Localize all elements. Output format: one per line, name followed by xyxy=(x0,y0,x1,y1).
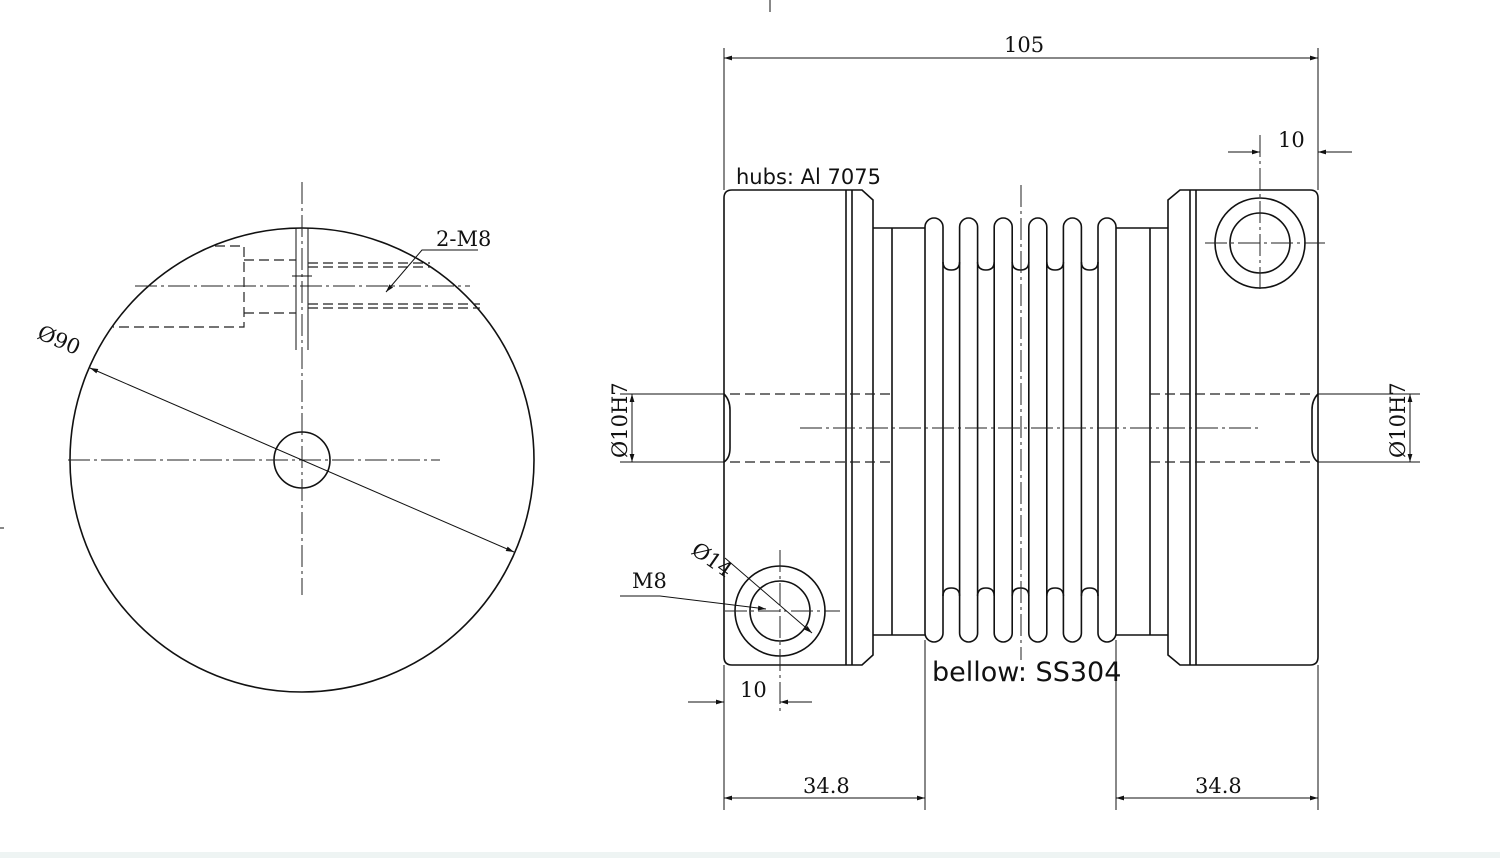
bellows xyxy=(924,217,1117,643)
bellow-material-label: bellow: SS304 xyxy=(932,657,1121,688)
bottom-screw-offset: 10 xyxy=(740,678,767,702)
front-view: Ø90 2-M8 xyxy=(34,182,535,693)
right-bore-label: Ø10H7 xyxy=(1386,382,1410,458)
right-hub-length: 34.8 xyxy=(1195,774,1242,798)
bellow-convolution xyxy=(993,217,1014,643)
bellow-convolution xyxy=(924,217,944,643)
bellow-valley xyxy=(1080,261,1099,597)
bellow-convolution xyxy=(1097,217,1117,643)
bellow-convolution xyxy=(1028,217,1048,643)
bellow-convolution xyxy=(958,217,979,643)
left-hub xyxy=(723,189,874,666)
diameter-label: Ø90 xyxy=(34,321,84,360)
bellow-valley xyxy=(976,261,995,597)
left-hub-length: 34.8 xyxy=(803,774,850,798)
bellow-convolution xyxy=(1062,217,1083,643)
left-bore-label: Ø10H7 xyxy=(608,382,632,458)
bottom-strip xyxy=(0,852,1500,858)
overall-length-label: 105 xyxy=(1004,33,1044,57)
top-screw-offset: 10 xyxy=(1278,128,1305,152)
hub-material-label: hubs: Al 7075 xyxy=(736,165,881,189)
counterbore-label: Ø14 xyxy=(687,537,737,582)
right-hub xyxy=(1167,189,1319,666)
thread-label: 2-M8 xyxy=(436,227,491,251)
side-view: 105 10 10 34.8 34.8 Ø10H7 Ø10H7 Ø14 M8 h… xyxy=(608,33,1420,810)
screw-label: M8 xyxy=(632,569,667,593)
bellow-valley xyxy=(942,261,961,597)
bellow-valley xyxy=(1046,261,1065,597)
